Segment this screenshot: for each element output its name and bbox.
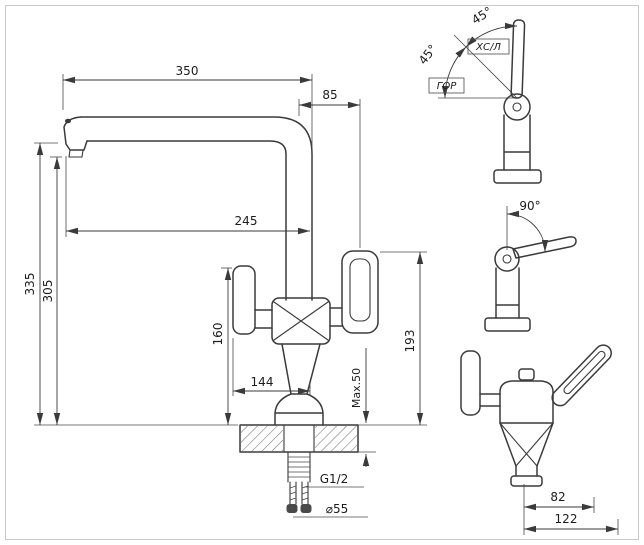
deck-hatch-right [315,426,357,451]
right-handle-stem [329,307,343,327]
dim-193-label: 193 [403,330,417,353]
lever-vertical [510,19,526,99]
angle-45-lower-label: 45° [416,42,440,67]
dim-144-label: 144 [251,375,274,389]
deck-section [239,424,359,453]
front-extension-lines [523,484,619,535]
front-view: 82 122 [460,344,619,535]
dim-122-label: 122 [555,512,578,526]
deck-hole-edges [283,424,315,453]
angle-45-upper-label: 45° [469,4,494,27]
aerator [68,149,84,158]
dim-160-label: 160 [211,323,225,346]
main-view: 350 85 245 335 305 160 144 Max.50 193 G1… [23,64,427,518]
spout-inner-edge [86,140,287,301]
deck-edges [239,424,359,453]
arc-45-upper [465,22,518,48]
spout-tip-cap [65,118,71,124]
under-deck-parts [286,451,368,518]
front-left-paddle [460,350,481,416]
spout-outer-edge [80,116,313,301]
extension-lines [34,74,427,453]
label-box-mix [467,38,510,55]
side-view-lever-angles: ХС/Л ГОР 45° 45° [416,4,542,184]
front-skirt [499,422,554,477]
deck-hatch-left [241,426,283,451]
mixer-body [271,297,331,345]
spout-tip [63,116,88,151]
front-base [510,475,543,487]
hose-end-right [300,504,312,513]
body-base-90 [484,317,531,332]
angle-90-label: 90° [519,199,540,213]
front-left-stem [479,393,501,407]
left-handle-stem [254,309,273,329]
label-box-hot [428,77,465,94]
arc-90 [506,210,549,253]
hose-braid-ticks [289,485,309,501]
lever-horizontal [512,236,577,259]
label-mix-text: ХС/Л [475,42,501,53]
page-border [5,5,639,540]
front-body-facets [499,422,554,467]
angle-rays [438,34,518,99]
side-view-90deg: 90° [484,199,577,332]
thread-size-label: G1/2 [320,472,349,486]
dim-245-label: 245 [235,214,258,228]
body-base-top-view [493,169,542,184]
body-column-top-view [503,114,531,171]
left-handle-paddle [232,265,256,335]
dim-82-label: 82 [550,490,565,504]
right-loop-handle-inner [349,258,371,322]
right-loop-handle-outer [341,250,379,334]
front-right-lever [551,344,612,407]
hole-diameter-label: ⌀55 [326,502,349,516]
pivot-axis-90 [502,254,512,264]
body-column-90 [495,267,520,319]
hose-end-left [286,504,298,513]
faucet-outline [63,116,379,426]
front-body [499,380,554,424]
dim-350-label: 350 [176,64,199,78]
body-facets [273,301,329,341]
dim-305-label: 305 [41,280,55,303]
dim-335-label: 335 [23,273,37,296]
body-taper [281,343,321,395]
supply-hoses [289,481,309,505]
shank-threads [288,456,310,478]
lever-pivot-axis [512,102,522,112]
dim-85-label: 85 [322,88,337,102]
top-cap [518,368,535,381]
dim-max50-label: Max.50 [350,368,363,408]
dimension-lines [36,76,424,467]
lever-pivot [503,93,531,121]
pivot-90 [494,246,520,272]
base-flange [274,393,324,426]
label-hot-text: ГОР [437,81,457,92]
